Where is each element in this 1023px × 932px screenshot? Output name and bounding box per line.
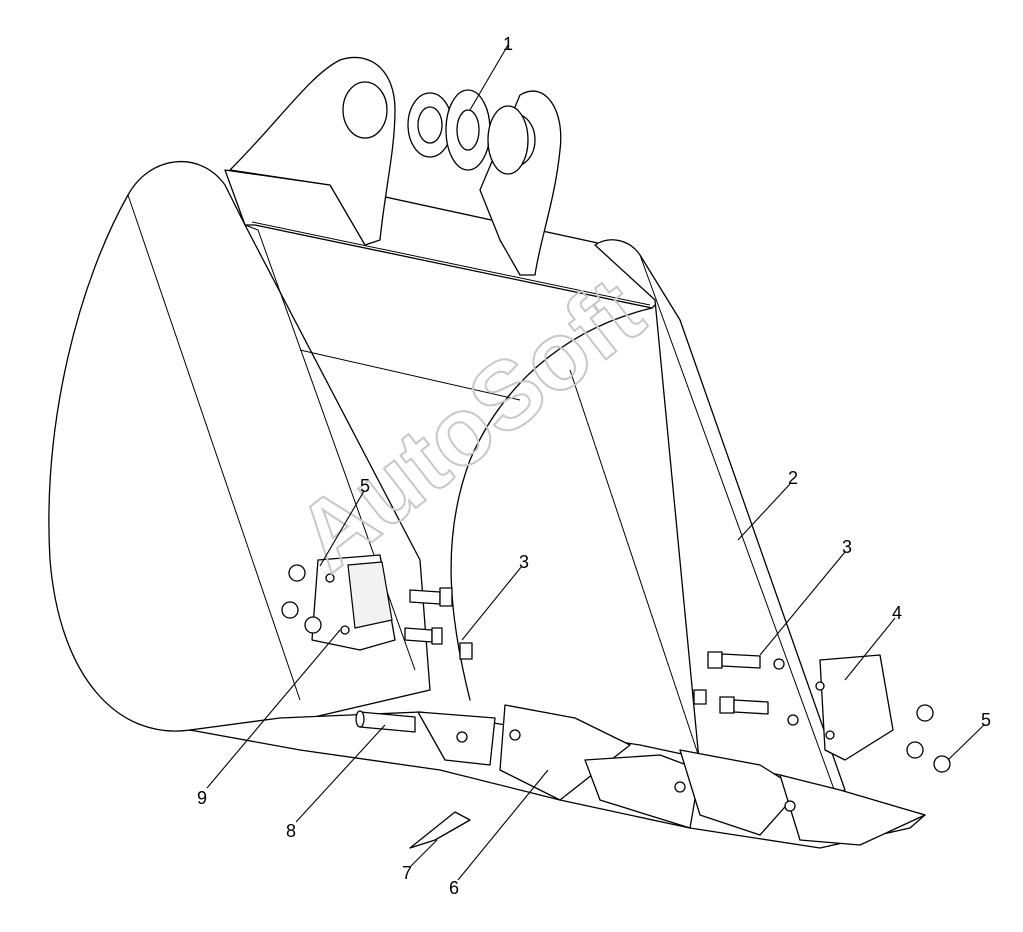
loose-tooth bbox=[409, 811, 471, 849]
tooth-adapter-4 bbox=[679, 749, 801, 836]
bolt-left-2 bbox=[404, 627, 433, 643]
cutting-edge-and-teeth bbox=[189, 704, 926, 849]
callout-6: 6 bbox=[449, 878, 459, 898]
left-lug-hole bbox=[342, 81, 388, 139]
bolt-right-1 bbox=[707, 651, 723, 669]
callout-labels: 1 2 3 3 4 5 5 6 7 8 9 bbox=[197, 34, 991, 898]
callout-5a: 5 bbox=[360, 476, 370, 496]
mounting-lugs bbox=[229, 56, 562, 276]
callout-3b: 3 bbox=[842, 537, 852, 557]
leader-lines bbox=[206, 44, 985, 881]
callout-8: 8 bbox=[286, 821, 296, 841]
tooth-adapter-5 bbox=[779, 774, 926, 846]
nut-left-3 bbox=[304, 616, 322, 634]
inner-back-curve bbox=[450, 307, 653, 701]
callout-3a: 3 bbox=[519, 552, 529, 572]
side-cutter-right bbox=[819, 654, 894, 761]
left-side-cutter-group bbox=[281, 554, 473, 660]
callout-4: 4 bbox=[892, 603, 902, 623]
nut-left-1 bbox=[288, 564, 306, 582]
callout-9: 9 bbox=[197, 788, 207, 808]
nut-right-3 bbox=[933, 755, 951, 773]
callout-7: 7 bbox=[402, 863, 412, 883]
nut-left-2 bbox=[281, 601, 299, 619]
nut-right-2 bbox=[906, 741, 924, 759]
right-side-cutter-group bbox=[693, 651, 951, 773]
right-lug bbox=[479, 90, 562, 276]
tooth-adapter-1 bbox=[417, 711, 496, 766]
nut-right-1 bbox=[916, 704, 934, 722]
bolt-left-1 bbox=[409, 589, 441, 605]
callout-1: 1 bbox=[503, 34, 513, 54]
callout-2: 2 bbox=[788, 468, 798, 488]
callout-5b: 5 bbox=[981, 710, 991, 730]
